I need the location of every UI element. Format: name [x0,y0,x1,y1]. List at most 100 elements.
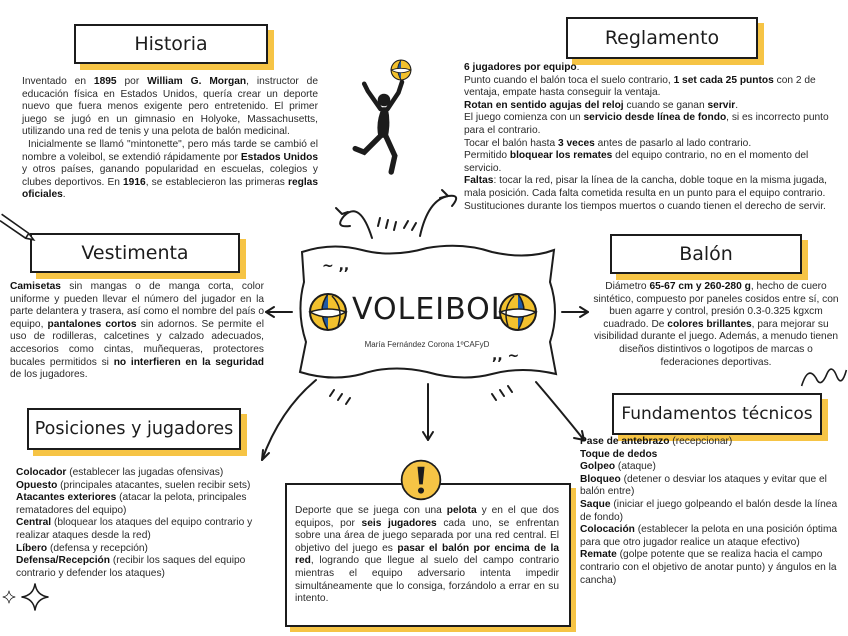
reglamento-line-run: : tocar la red, pisar la línea de la can… [464,175,827,199]
reglamento-line: Sustituciones durante los tiempos muerto… [464,201,830,214]
reglamento-line: Rotan en sentido agujas del reloj cuando… [464,100,830,113]
reglamento-line-run: servir [707,100,735,111]
posiciones-item-run: (establecer las jugadas ofensivas) [66,467,223,478]
posiciones-item: Central (bloquear los ataques del equipo… [16,517,274,542]
reglamento-line-run: Punto cuando el balón toca el suelo cont… [464,75,674,86]
balon-paragraph-run: Diámetro [605,281,649,292]
objetivo-paragraph: Deporte que se juega con una pelota y en… [295,505,559,606]
objetivo-paragraph-run: Deporte que se juega con una [295,505,447,516]
reglamento-line: Tocar el balón hasta 3 veces antes de pa… [464,138,830,151]
historia-paragraph-1: Inventado en 1895 por William G. Morgan,… [22,76,318,139]
balon-text: Diámetro 65-67 cm y 260-280 g, hecho de … [590,281,842,369]
reglamento-line-run: 6 jugadores por equipo [464,62,577,73]
posiciones-item-run: Atacantes exteriores [16,492,116,503]
reglamento-line-run: Rotan en sentido agujas del reloj [464,100,624,111]
swirl-icon [800,362,848,394]
fundamentos-item: Remate (golpe potente que se realiza hac… [580,549,838,587]
posiciones-item: Atacantes exteriores (atacar la pelota, … [16,492,274,517]
objetivo-paragraph-run: , logrando que llegue al suelo del campo… [295,555,559,604]
vestimenta-paragraph-run: Camisetas [10,281,61,292]
posiciones-title-text: Posiciones y jugadores [35,419,234,439]
reglamento-line-run: El juego comienza con un [464,112,584,123]
posiciones-item: Defensa/Recepción (recibir los saques de… [16,555,274,580]
quote-close: ,, ~ [492,348,519,364]
posiciones-item-run: (defensa y recepción) [47,543,148,554]
posiciones-item-run: Defensa/Recepción [16,555,110,566]
vestimenta-paragraph: Camisetas sin mangas o de manga corta, c… [10,281,264,382]
vestimenta-paragraph-run: de los jugadores. [10,369,88,380]
vestimenta-title-text: Vestimenta [81,242,188,264]
reglamento-title: Reglamento [566,17,758,59]
balon-paragraph: Diámetro 65-67 cm y 260-280 g, hecho de … [590,281,842,369]
posiciones-item-run: (bloquear los ataques del equipo contrar… [16,517,252,541]
objetivo-box: Deporte que se juega con una pelota y en… [285,483,571,627]
reglamento-line-run: bloquear los remates [510,150,612,161]
posiciones-text: Colocador (establecer las jugadas ofensi… [16,467,274,580]
fundamentos-item: Toque de dedos [580,449,838,462]
fundamentos-item-run: (ataque) [615,461,656,472]
volleyball-icon [308,292,348,332]
reglamento-line-run: Sustituciones durante los tiempos muerto… [464,201,826,212]
reglamento-line: Permitido bloquear los remates del equip… [464,150,830,175]
balon-paragraph-run: 65-67 cm y 260-280 g [649,281,750,292]
fundamentos-item-run: (recepcionar) [669,436,732,447]
balon-paragraph-run: colores brillantes [667,319,751,330]
fundamentos-item: Golpeo (ataque) [580,461,838,474]
fundamentos-item-run: Saque [580,499,611,510]
historia-paragraph-2-run: Estados Unidos [241,152,318,163]
fundamentos-item: Colocación (establecer la pelota en una … [580,524,838,549]
reglamento-title-text: Reglamento [605,27,719,49]
historia-title-text: Historia [134,33,207,55]
vestimenta-paragraph-run: pantalones cortos [48,319,137,330]
posiciones-item: Opuesto (principales atacantes, suelen r… [16,480,274,493]
historia-paragraph-2-run: 1916 [123,177,146,188]
reglamento-text: 6 jugadores por equipo.Punto cuando el b… [464,62,830,213]
fundamentos-item: Saque (iniciar el juego golpeando el bal… [580,499,838,524]
central-title-panel: ~ ,, ,, ~ VOLEIBOL María Fernández Coron… [292,242,562,382]
fundamentos-text: Pase de antebrazo (recepcionar)Toque de … [580,436,838,587]
reglamento-line-run: servicio desde línea de fondo [584,112,727,123]
reglamento-line-run: Faltas [464,175,493,186]
reglamento-line-run: 1 set cada 25 puntos [674,75,774,86]
historia-paragraph-1-run: por [117,76,148,87]
fundamentos-item: Bloqueo (detener o desviar los ataques y… [580,474,838,499]
posiciones-item-run: Opuesto [16,480,57,491]
fundamentos-title-text: Fundamentos técnicos [621,404,812,424]
historia-paragraph-2-run: . [63,189,66,200]
volleyball-icon [498,292,538,332]
vestimenta-text: Camisetas sin mangas o de manga corta, c… [10,281,264,382]
fundamentos-item: Pase de antebrazo (recepcionar) [580,436,838,449]
author-name: María Fernández Corona 1ºCAFyD [332,340,522,349]
historia-paragraph-2: Inicialmente se llamó "mintonette", pero… [22,139,318,202]
objetivo-paragraph-run: seis jugadores [362,518,437,529]
posiciones-item-run: (principales atacantes, suelen recibir s… [57,480,250,491]
reglamento-line-run: Permitido [464,150,510,161]
reglamento-line-run: Tocar el balón hasta [464,138,558,149]
fundamentos-title: Fundamentos técnicos [612,393,822,435]
fundamentos-item-run: Colocación [580,524,635,535]
reglamento-line-run: . [735,100,738,111]
volleyball-player-icon [348,72,420,182]
historia-paragraph-1-run: Inventado en [22,76,94,87]
vestimenta-title: Vestimenta [30,233,240,273]
historia-paragraph-2-run: , se establecieron las primeras [146,177,288,188]
posiciones-title: Posiciones y jugadores [27,408,241,450]
quote-open: ~ ,, [322,258,349,274]
historia-paragraph-1-run: William G. Morgan [147,76,246,87]
balon-title: Balón [610,234,802,274]
reglamento-line: Punto cuando el balón toca el suelo cont… [464,75,830,100]
historia-text: Inventado en 1895 por William G. Morgan,… [22,76,318,202]
fundamentos-item-run: Toque de dedos [580,449,657,460]
fundamentos-item-run: (golpe potente que se realiza hacia el c… [580,549,837,585]
pencil-icon [0,210,40,244]
reglamento-line: 6 jugadores por equipo. [464,62,830,75]
fundamentos-item-run: (iniciar el juego golpeando el balón des… [580,499,837,523]
fundamentos-item-run: Pase de antebrazo [580,436,669,447]
posiciones-item-run: Líbero [16,543,47,554]
objetivo-text: Deporte que se juega con una pelota y en… [295,505,559,606]
reglamento-line: El juego comienza con un servicio desde … [464,112,830,137]
fundamentos-item-run: Bloqueo [580,474,621,485]
posiciones-item: Colocador (establecer las jugadas ofensi… [16,467,274,480]
balon-title-text: Balón [679,243,733,265]
reglamento-line: Faltas: tocar la red, pisar la línea de … [464,175,830,200]
